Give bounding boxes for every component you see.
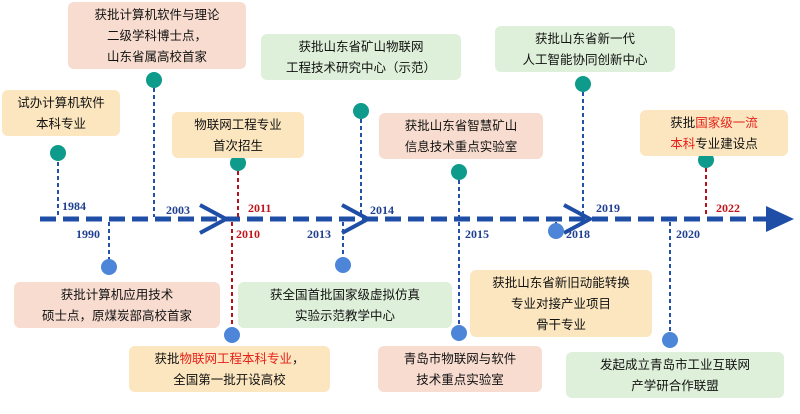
event-box-2019: 获批山东省新一代 人工智能协同创新中心 [495, 26, 675, 72]
dot-2015b [451, 325, 467, 341]
event-box-2020: 发起成立青岛市工业互联网 产学研合作联盟 [566, 352, 784, 398]
event-box-2015b: 青岛市物联网与软件 技术重点实验室 [378, 346, 542, 392]
event-box-2003: 获批计算机软件与理论 二级学科博士点， 山东省属高校首家 [68, 2, 246, 69]
year-label-1984: 1984 [62, 199, 86, 213]
year-label-2020: 2020 [676, 227, 700, 241]
event-2019-line-2: 人工智能协同创新中心 [522, 52, 648, 67]
event-2003-line-1: 获批计算机软件与理论 [94, 7, 220, 22]
dot-2019 [575, 76, 591, 92]
event-2013-line-1: 获全国首批国家级虚拟仿真 [269, 287, 420, 302]
event-2010-line-2: 全国第一批开设高校 [173, 372, 286, 387]
event-1984-line-1: 试办计算机软件 [17, 95, 105, 110]
dot-2010 [224, 327, 240, 343]
event-box-1984: 试办计算机软件 本科专业 [2, 90, 120, 136]
event-2022-highlight-2: 本科 [670, 136, 696, 151]
axis-arrowhead [766, 206, 794, 232]
event-box-2010: 获批物联网工程本科专业， 全国第一批开设高校 [129, 346, 330, 392]
event-2018-line-2: 专业对接产业项目 [510, 296, 611, 311]
year-label-2011: 2011 [248, 201, 272, 215]
dot-2022 [698, 152, 714, 168]
event-2020-line-1: 发起成立青岛市工业互联网 [599, 357, 750, 372]
event-2014-line-2: 工程技术研究中心（示范） [285, 60, 436, 75]
event-2011-line-1: 物联网工程专业 [194, 117, 282, 132]
event-2019-line-1: 获批山东省新一代 [534, 31, 635, 46]
year-label-2015: 2015 [465, 227, 489, 241]
year-label-2018: 2018 [566, 227, 590, 241]
event-2015b-line-1: 青岛市物联网与软件 [403, 351, 517, 366]
event-box-2015a: 获批山东省智慧矿山 信息技术重点实验室 [379, 113, 543, 159]
event-2020-line-2: 产学研合作联盟 [631, 378, 719, 393]
event-1990-line-2: 硕士点，原煤炭部高校首家 [41, 308, 192, 323]
dot-1990 [101, 259, 117, 275]
event-2010-line-1: 获批物联网工程本科专业， [133, 348, 326, 369]
event-2014-line-1: 获批山东省矿山物联网 [298, 39, 424, 54]
event-2022-suffix: 专业建设点 [695, 136, 758, 151]
event-2013-line-2: 实验示范教学中心 [294, 308, 395, 323]
year-label-2014: 2014 [370, 203, 394, 217]
event-box-2018: 获批山东省新旧动能转换 专业对接产业项目 骨干专业 [470, 270, 652, 337]
event-box-1990: 获批计算机应用技术 硕士点，原煤炭部高校首家 [14, 282, 220, 328]
event-box-2011: 物联网工程专业 首次招生 [172, 112, 304, 158]
dot-2014 [353, 103, 369, 119]
event-2015b-line-2: 技术重点实验室 [416, 372, 504, 387]
event-2015a-line-1: 获批山东省智慧矿山 [404, 118, 518, 133]
event-2022-line-1: 获批国家级一流 [644, 112, 784, 133]
year-label-2013: 2013 [307, 227, 331, 241]
year-label-1990: 1990 [76, 227, 100, 241]
year-label-2019: 2019 [596, 201, 620, 215]
dot-2011 [230, 155, 246, 171]
event-2022-line-2: 本科专业建设点 [644, 133, 784, 154]
dot-2003 [146, 72, 162, 88]
axis-chevron-2003 [199, 203, 231, 235]
event-2003-line-2: 二级学科博士点， [106, 28, 207, 43]
event-2015a-line-2: 信息技术重点实验室 [404, 139, 518, 154]
event-2010-highlight: 物联网工程本科专业 [179, 351, 292, 366]
dot-2020 [662, 332, 678, 348]
event-2010-prefix: 获批 [154, 351, 180, 366]
event-1990-line-1: 获批计算机应用技术 [60, 287, 174, 302]
event-2010-suffix: ， [292, 351, 305, 366]
event-2018-line-3: 骨干专业 [535, 317, 586, 332]
dot-2018 [548, 223, 564, 239]
event-box-2014: 获批山东省矿山物联网 工程技术研究中心（示范） [261, 34, 461, 80]
event-box-2022: 获批国家级一流 本科专业建设点 [640, 110, 788, 156]
year-label-2022: 2022 [716, 201, 740, 215]
dot-2013 [335, 257, 351, 273]
event-2022-highlight-1: 国家级一流 [695, 115, 758, 130]
event-box-2013: 获全国首批国家级虚拟仿真 实验示范教学中心 [238, 282, 452, 328]
dot-2015a [451, 164, 467, 180]
year-label-2003: 2003 [166, 203, 190, 217]
event-2011-line-2: 首次招生 [212, 138, 263, 153]
event-2022-prefix: 获批 [670, 115, 696, 130]
axis-chevron-2014 [341, 203, 373, 235]
event-2018-line-1: 获批山东省新旧动能转换 [492, 275, 630, 290]
dot-1984 [50, 145, 66, 161]
year-label-2010: 2010 [236, 227, 260, 241]
event-2003-line-3: 山东省属高校首家 [106, 49, 207, 64]
axis-chevron-2018 [563, 203, 595, 235]
event-1984-line-2: 本科专业 [35, 116, 86, 131]
